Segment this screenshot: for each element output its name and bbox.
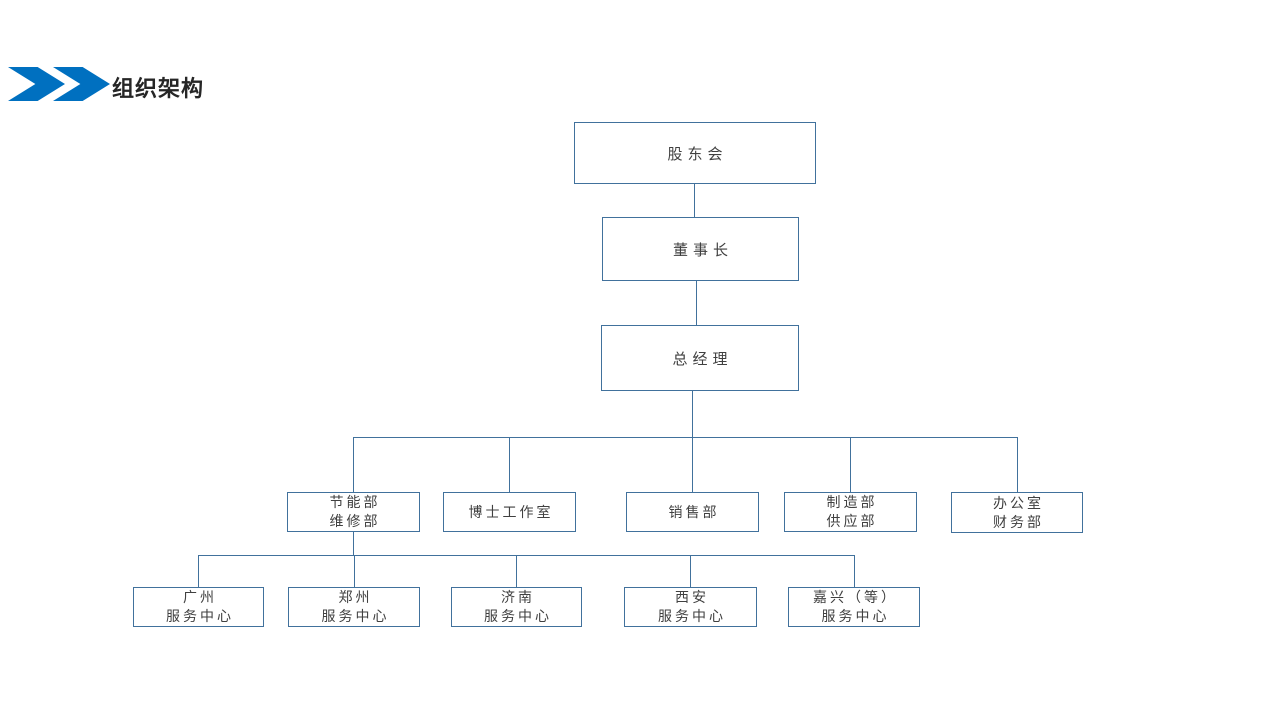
org-node-label: 广州 [183,589,217,605]
org-node-jiaxing-service-center: 嘉兴（等） 服务中心 [788,587,920,627]
org-node-zhengzhou-service-center: 郑州 服务中心 [288,587,420,627]
org-node-label: 服务中心 [321,608,390,624]
org-node-label: 供应部 [826,513,878,529]
org-node-label: 董事长 [672,241,733,259]
org-node-label: 服务中心 [658,608,726,624]
connector-line [198,555,200,587]
connector-line [516,555,518,587]
connector-line [696,281,698,325]
connector-line [690,555,692,587]
connector-line [354,555,356,587]
org-node-label: 销售部 [668,503,720,520]
org-node-label: 节能部 [329,494,381,510]
org-node-label: 服务中心 [166,608,234,624]
org-node-label: 郑州 [338,589,373,605]
double-chevron-right-icon [8,67,65,101]
connector-line [198,555,855,557]
org-node-office-finance: 办公室 财务部 [951,492,1083,533]
org-node-label: 博士工作室 [468,503,554,520]
connector-line [692,391,694,437]
org-node-label: 股东会 [667,145,728,163]
org-node-label: 嘉兴（等） [813,589,898,605]
org-node-label: 西安 [675,589,709,605]
org-node-general-manager: 总经理 [601,325,799,391]
connector-line [692,437,694,492]
org-node-label: 总经理 [672,350,733,368]
org-node-manufacturing-supply: 制造部 供应部 [784,492,917,532]
page-title: 组织架构 [112,76,205,101]
connector-line [509,437,511,492]
connector-line [353,437,1018,439]
org-node-jinan-service-center: 济南 服务中心 [451,587,582,627]
org-node-label: 服务中心 [484,608,552,624]
org-node-shareholders: 股东会 [574,122,816,184]
org-node-guangzhou-service-center: 广州 服务中心 [133,587,264,627]
org-node-xian-service-center: 西安 服务中心 [624,587,757,627]
connector-line [1017,437,1019,492]
connector-line [353,532,355,555]
org-node-doctor-studio: 博士工作室 [443,492,576,532]
connector-line [353,437,355,492]
org-node-label: 制造部 [826,494,878,510]
org-node-label: 财务部 [993,513,1044,530]
connector-line [694,184,696,217]
org-node-sales-dept: 销售部 [626,492,759,532]
connector-line [850,437,852,492]
org-node-label: 服务中心 [821,608,890,624]
org-node-dept-energy-maintenance: 节能部 维修部 [287,492,420,532]
org-node-label: 办公室 [993,494,1044,511]
org-node-chairman: 董事长 [602,217,799,281]
connector-line [854,555,856,587]
org-node-label: 维修部 [329,513,381,529]
org-node-label: 济南 [501,589,535,605]
